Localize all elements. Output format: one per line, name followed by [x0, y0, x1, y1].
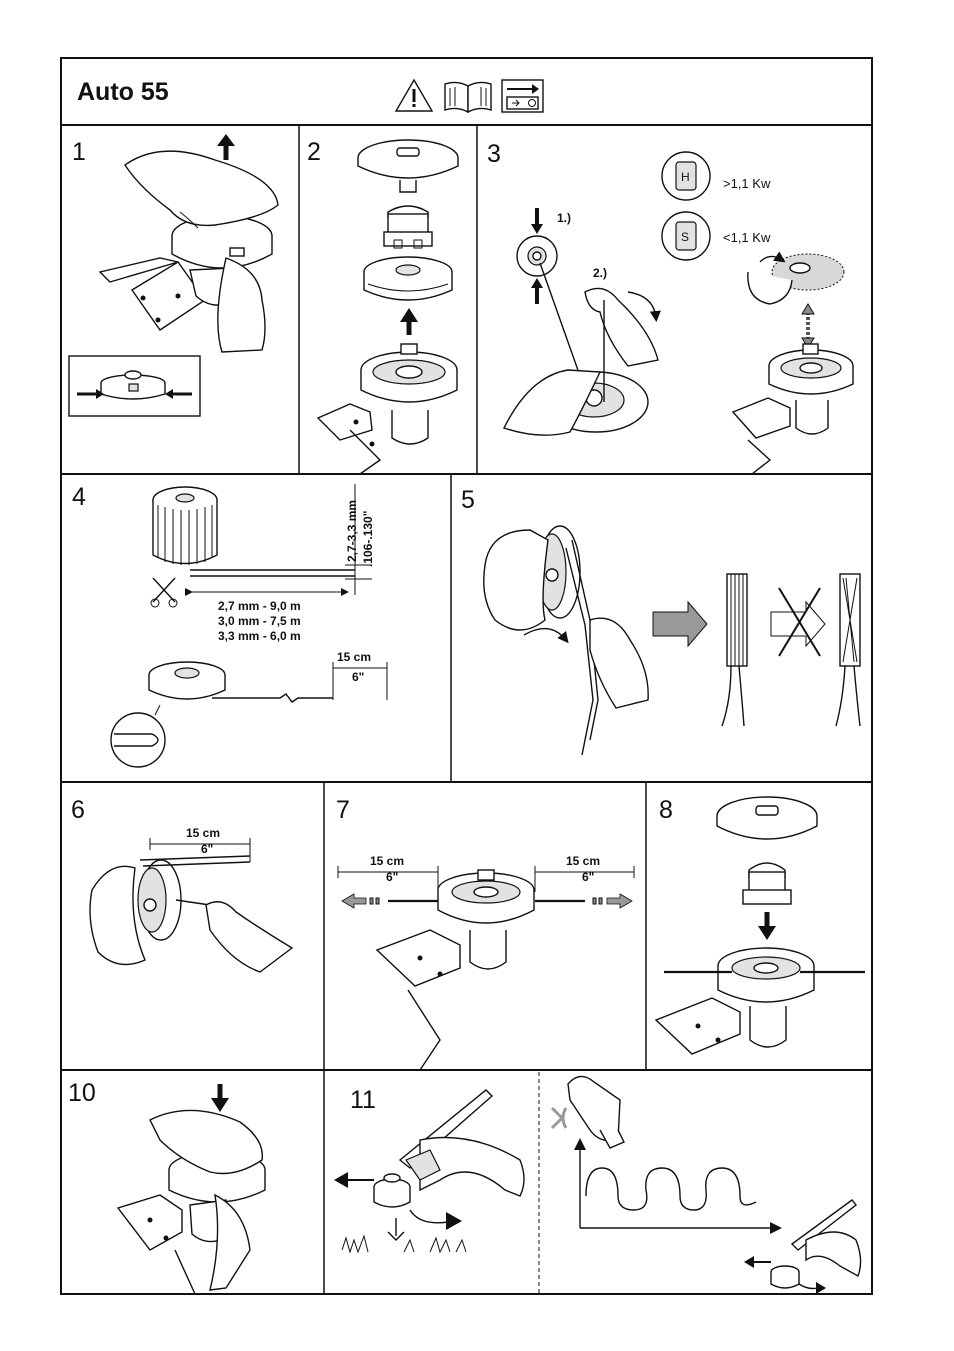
step-7-right-cm: 15 cm	[566, 854, 600, 868]
line-diameter-in: .106-.130"	[361, 511, 375, 567]
step-7-illustration: 15 cm 6" 15 cm 6"	[337, 854, 635, 1071]
step-3-callout-1: 1.)	[557, 211, 571, 225]
warning-triangle-icon	[394, 78, 434, 112]
step-8-number: 8	[659, 796, 673, 824]
step-8-illustration	[654, 796, 865, 1055]
line-length-1: 2,7 mm - 9,0 m	[218, 599, 301, 613]
line-diameter-mm: 2,7-3,3 mm	[345, 500, 359, 562]
step-1-number: 1	[72, 138, 86, 166]
step-10-illustration	[116, 1084, 266, 1295]
step-7-right-in: 6"	[582, 870, 594, 884]
step-1-illustration	[68, 134, 279, 417]
step-6-number: 6	[71, 796, 85, 824]
step-7-left-in: 6"	[386, 870, 398, 884]
step-5-illustration	[483, 525, 861, 756]
scissors-icon	[150, 577, 178, 608]
line-length-2: 3,0 mm - 7,5 m	[218, 614, 301, 628]
step-2-number: 2	[307, 138, 321, 166]
high-power-marker: H	[681, 170, 690, 184]
step-3-illustration: 1.) 2.) H >1,1 Kw S <1,1 Kw	[503, 151, 854, 475]
step-10-number: 10	[68, 1079, 96, 1107]
manual-book-icon	[444, 81, 492, 114]
step-6-length-in: 6"	[201, 842, 213, 856]
step-2-illustration	[316, 139, 459, 475]
line-end-in: 6"	[352, 670, 364, 684]
step-6-length-cm: 15 cm	[186, 826, 220, 840]
page-title: Auto 55	[77, 78, 169, 106]
step-5-number: 5	[461, 486, 475, 514]
power-high-label: >1,1 Kw	[723, 176, 771, 191]
step-11-number: 11	[350, 1086, 376, 1114]
direction-arrow-icon	[501, 79, 544, 113]
power-low-label: <1,1 Kw	[723, 230, 771, 245]
page-frame	[60, 57, 873, 1295]
line-length-3: 3,3 mm - 6,0 m	[218, 629, 301, 643]
step-3-number: 3	[487, 140, 501, 168]
step-7-number: 7	[336, 796, 350, 824]
step-3-callout-2: 2.)	[593, 266, 607, 280]
step-7-left-cm: 15 cm	[370, 854, 404, 868]
low-power-marker: S	[681, 230, 689, 244]
step-6-illustration: 15 cm 6"	[89, 826, 294, 973]
step-11-illustration	[334, 1075, 862, 1294]
step-4-illustration: 2,7-3,3 mm .106-.130" 2,7 mm - 9,0 m 3,0…	[110, 484, 388, 768]
step-4-number: 4	[72, 483, 86, 511]
line-end-cm: 15 cm	[337, 650, 371, 664]
